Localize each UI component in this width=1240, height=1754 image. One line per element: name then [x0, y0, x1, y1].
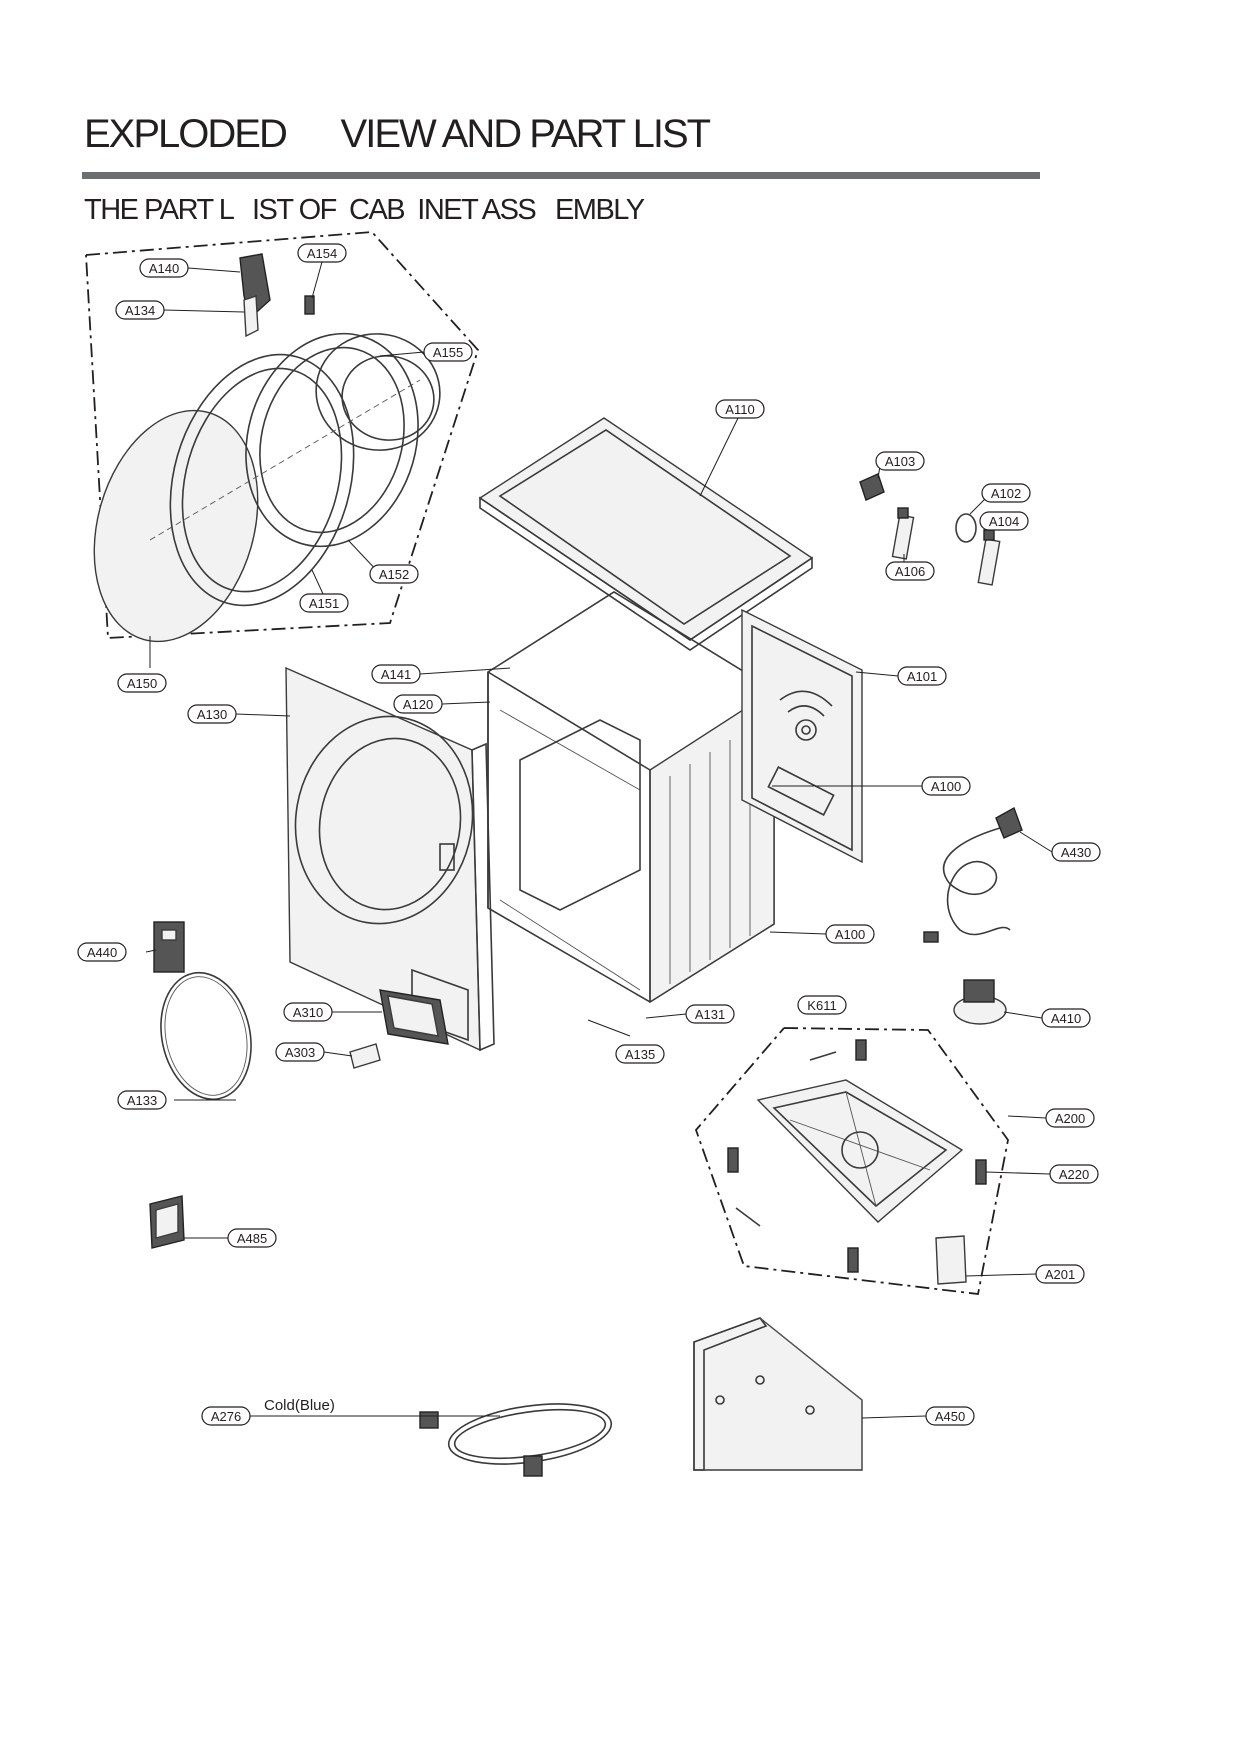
callout-label-texts: A140 A154 A134 A155 A110 A103 A102 A104 … — [87, 246, 1091, 1424]
left-side-parts — [149, 921, 252, 1249]
cabinet-body — [487, 591, 775, 1004]
right-side-parts — [859, 473, 1023, 1025]
detergent-drawer — [349, 989, 449, 1069]
door-assembly-group — [85, 231, 480, 643]
label-a101: A101 — [907, 669, 937, 684]
label-a220: A220 — [1059, 1167, 1089, 1182]
label-a154: A154 — [307, 246, 337, 261]
label-a440: A440 — [87, 945, 117, 960]
label-k611: K611 — [807, 998, 836, 1013]
top-plate — [478, 417, 814, 651]
label-a140: A140 — [149, 261, 179, 276]
callout-label-boxes — [77, 243, 1101, 1426]
label-a135: A135 — [625, 1047, 655, 1062]
page-title: EXPLODED VIEW AND PART LIST — [84, 112, 711, 156]
label-a200: A200 — [1055, 1111, 1085, 1126]
inlet-hose — [419, 1403, 613, 1477]
label-a410: A410 — [1051, 1011, 1081, 1026]
leader-lines — [145, 261, 1053, 1419]
label-a155: A155 — [433, 345, 463, 360]
label-a310: A310 — [293, 1005, 323, 1020]
label-a104: A104 — [989, 514, 1019, 529]
label-a131: A131 — [695, 1007, 725, 1022]
label-a100-upper: A100 — [931, 779, 961, 794]
label-a110: A110 — [725, 402, 754, 417]
label-a151: A151 — [309, 596, 339, 611]
hose-annotation: Cold(Blue) — [264, 1397, 335, 1414]
front-panel — [285, 666, 495, 1052]
label-a141: A141 — [381, 667, 411, 682]
label-a100-lower: A100 — [835, 927, 865, 942]
title-rule — [82, 172, 1040, 179]
label-a450: A450 — [935, 1409, 965, 1424]
label-a103: A103 — [885, 454, 915, 469]
base-assembly-group — [694, 1027, 1009, 1295]
back-panel — [741, 608, 863, 864]
section-heading: THE PART L IST OF CAB INET ASS EMBLY — [84, 194, 645, 226]
label-a201: A201 — [1045, 1267, 1075, 1282]
label-a150: A150 — [127, 676, 157, 691]
label-a134: A134 — [125, 303, 155, 318]
label-a102: A102 — [991, 486, 1021, 501]
label-a120: A120 — [403, 697, 433, 712]
label-a430: A430 — [1061, 845, 1091, 860]
label-a276: A276 — [211, 1409, 241, 1424]
label-a130: A130 — [197, 707, 227, 722]
rear-bracket — [693, 1317, 863, 1471]
label-a133: A133 — [127, 1093, 157, 1108]
label-a106: A106 — [895, 564, 925, 579]
label-a485: A485 — [237, 1231, 267, 1246]
label-a152: A152 — [379, 567, 409, 582]
label-a303: A303 — [285, 1045, 315, 1060]
